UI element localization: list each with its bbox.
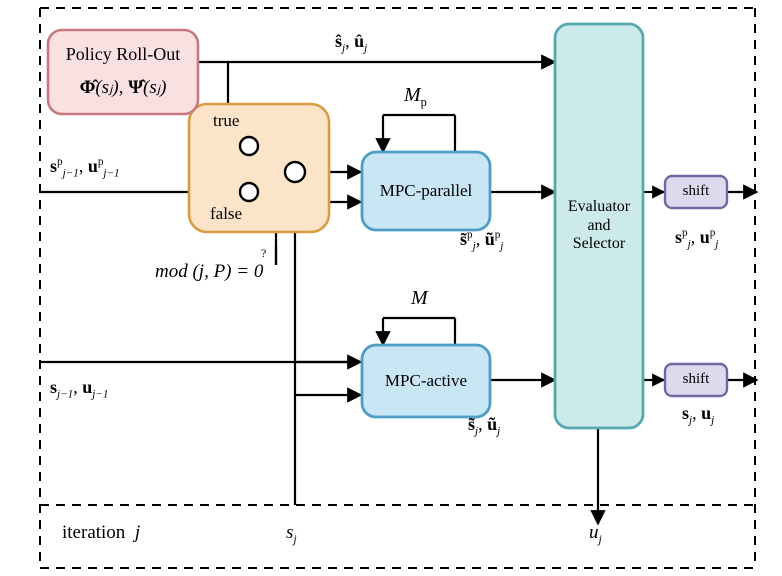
mpc-parallel-output-s: s̃ [460, 229, 468, 249]
control-output-label: uj [589, 522, 602, 545]
control-output-symbol: u [589, 522, 599, 543]
rollout-output-u: û [354, 31, 365, 51]
mpc-parallel-output-label: s̃pj, ũpj [460, 229, 503, 252]
state-input-sub: j [293, 532, 297, 546]
output-bottom-u-sub: j [711, 414, 715, 427]
input-bottom-u-sub: j−1 [92, 388, 109, 401]
rollout-output-u-sub: j [364, 42, 368, 55]
output-bottom-s-sub: j [689, 414, 693, 427]
output-top-comma: , [690, 227, 700, 247]
input-bottom-u: u [82, 377, 93, 397]
input-bottom-label: sj−1, uj−1 [50, 377, 108, 400]
mpc-active-output-label: s̃j, ũj [468, 414, 500, 437]
switch-true-label: true [213, 111, 240, 130]
branch-condition-label: mod (j, P) = 0 [155, 262, 263, 281]
mpc-parallel-output-s-sup: p [467, 229, 473, 241]
shift-bottom-block[interactable] [663, 362, 729, 398]
mpc-parallel-output-s-sub: j [472, 240, 476, 253]
iteration-text: iteration [62, 522, 126, 543]
input-top-u-sub: j−1 [103, 167, 120, 180]
evaluator-selector-block[interactable] [553, 22, 645, 430]
mpc-parallel-loop-m: M [404, 84, 421, 106]
shift-top-block[interactable] [663, 174, 729, 210]
branch-condition-text: mod (j, P) = 0 [155, 261, 264, 282]
iteration-label: iteration j [62, 523, 140, 542]
output-top-label: spj, upj [675, 227, 718, 250]
iteration-frame [39, 7, 756, 569]
state-input-label: sj [286, 522, 297, 545]
output-top-s: s [675, 227, 683, 247]
input-top-label: spj−1, upj−1 [50, 156, 120, 179]
input-top-s-sub: j−1 [62, 167, 79, 180]
output-top-s-sup: p [682, 227, 688, 239]
mpc-parallel-loop-label: Mp [404, 84, 427, 108]
output-top-u-sup: p [709, 227, 716, 239]
input-top-comma: , [78, 156, 88, 176]
input-top-s: s [50, 156, 58, 176]
iteration-space [125, 522, 135, 543]
switch-nodes[interactable] [238, 135, 307, 203]
output-bottom-s: s [682, 403, 690, 423]
mpc-parallel-output-u-sub: j [500, 240, 504, 253]
output-top-u-sub: j [715, 238, 719, 251]
mpc-parallel-output-comma: , [475, 229, 485, 249]
mpc-parallel-loop-sub: p [420, 95, 427, 109]
iteration-index: j [134, 522, 141, 543]
branch-switch-block[interactable] [187, 102, 331, 234]
switch-false-label: false [210, 204, 243, 223]
mpc-active-output-s-sub: j [475, 425, 479, 438]
input-top-u-sup: p [97, 156, 104, 168]
mpc-active-output-s: s̃ [468, 414, 476, 434]
input-top-s-sup: p [57, 156, 63, 168]
rollout-output-s-sub: j [342, 42, 346, 55]
input-bottom-s-sub: j−1 [57, 388, 74, 401]
input-bottom-s: s [50, 377, 58, 397]
mpc-parallel-block[interactable] [360, 150, 492, 232]
output-bottom-comma: , [692, 403, 702, 423]
mpc-parallel-output-u: ũ [484, 229, 495, 249]
mpc-active-block[interactable] [360, 343, 492, 419]
output-top-s-sub: j [687, 238, 691, 251]
rollout-output-label: ŝj, ûj [335, 31, 367, 54]
rollout-output-s: ŝ [335, 31, 343, 51]
rollout-output-comma: , [345, 31, 355, 51]
input-bottom-comma: , [73, 377, 83, 397]
state-input-symbol: s [286, 522, 294, 543]
output-bottom-u: u [701, 403, 712, 423]
mpc-active-output-u-sub: j [497, 425, 501, 438]
branch-condition-question-mark: ? [261, 246, 267, 260]
policy-rollout-block[interactable] [46, 28, 200, 116]
mpc-active-loop-label: M [411, 287, 428, 309]
mpc-active-output-comma: , [478, 414, 488, 434]
connection-lines [40, 54, 759, 526]
output-top-u: u [699, 227, 710, 247]
control-output-sub: j [598, 532, 602, 546]
mpc-parallel-output-u-sup: p [494, 229, 501, 241]
input-top-u: u [87, 156, 98, 176]
mpc-active-output-u: ũ [487, 414, 498, 434]
output-bottom-label: sj, uj [682, 403, 714, 426]
